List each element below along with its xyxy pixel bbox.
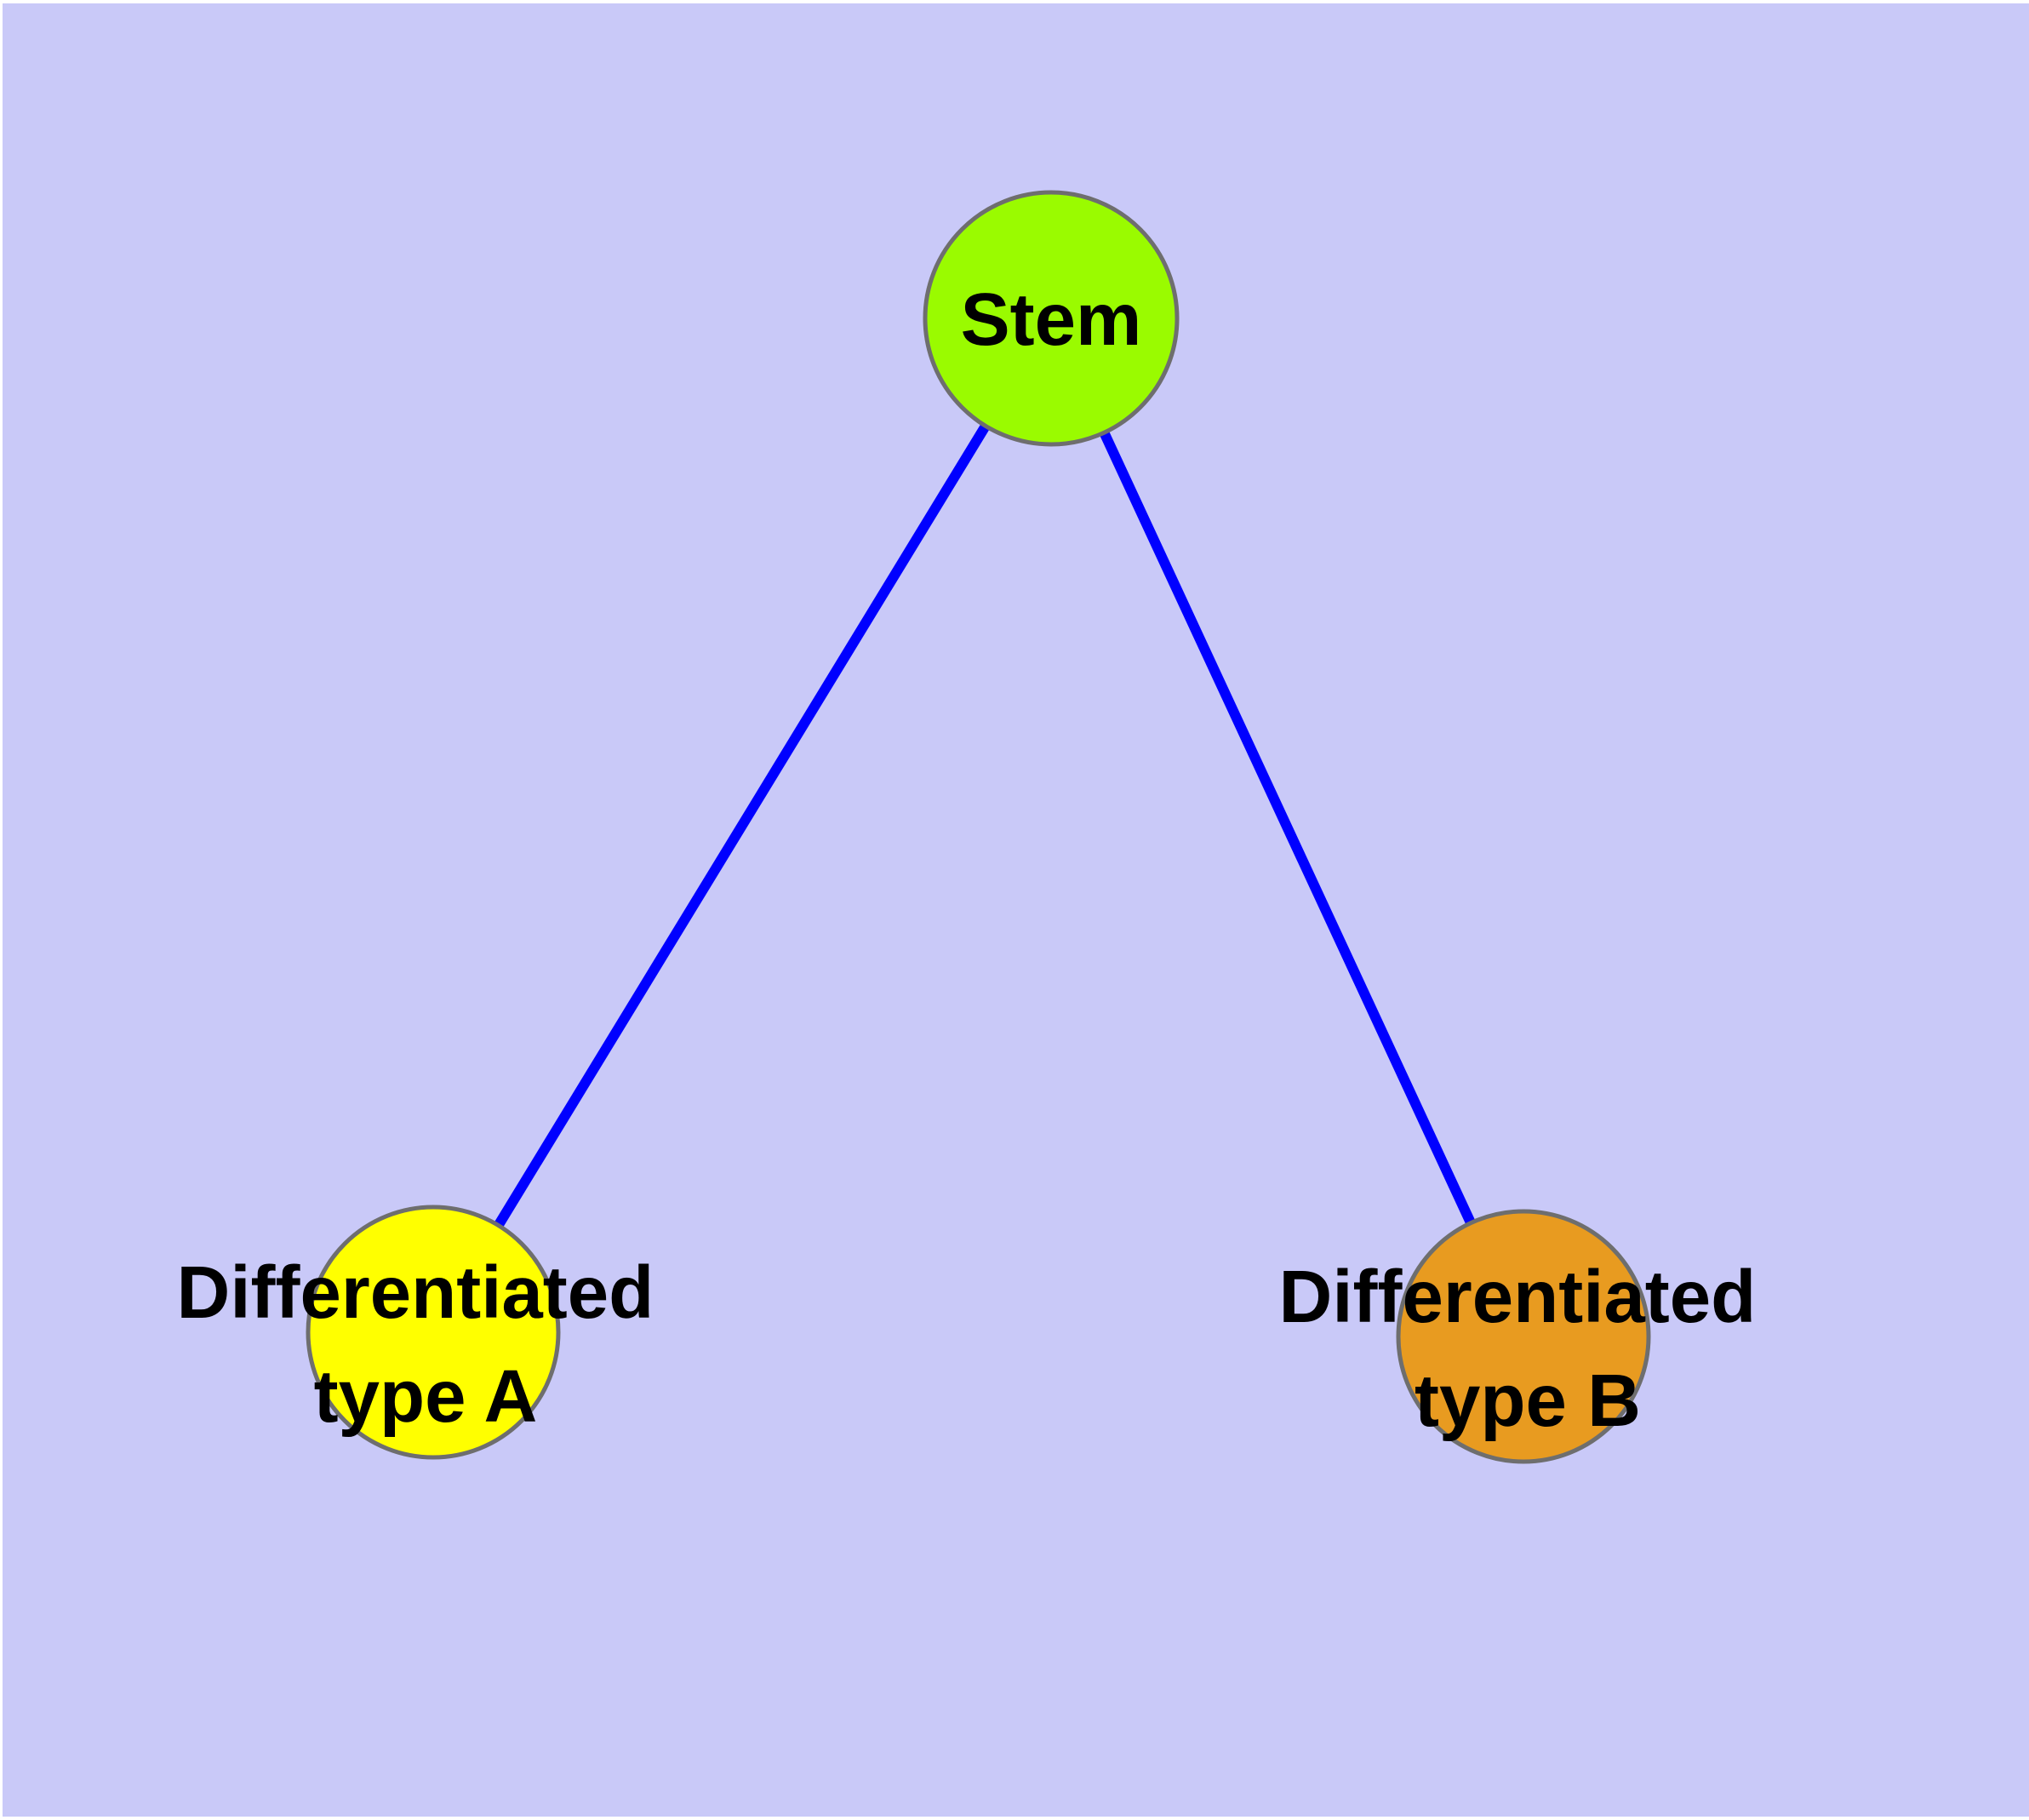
- node-type-a-circle: [306, 1205, 561, 1460]
- node-type-a-label-line2: type A: [314, 1355, 538, 1438]
- node-type-a-label-line1: Differentiated: [177, 1251, 654, 1334]
- node-type-b-label-line1: Differentiated: [1279, 1256, 1757, 1338]
- node-type-b-label-line2: type B: [1415, 1359, 1641, 1442]
- node-stem-label: Stem: [961, 278, 1142, 361]
- node-type-a-label: Differentiated type A: [177, 1251, 675, 1438]
- node-type-b-circle: [1396, 1209, 1651, 1464]
- graph-edge-stem-to-type-a: [428, 315, 1056, 1336]
- node-stem-circle: [923, 190, 1180, 447]
- graph-edge-stem-to-type-b: [1046, 316, 1529, 1339]
- node-type-b-label: Differentiated type B: [1279, 1256, 1777, 1442]
